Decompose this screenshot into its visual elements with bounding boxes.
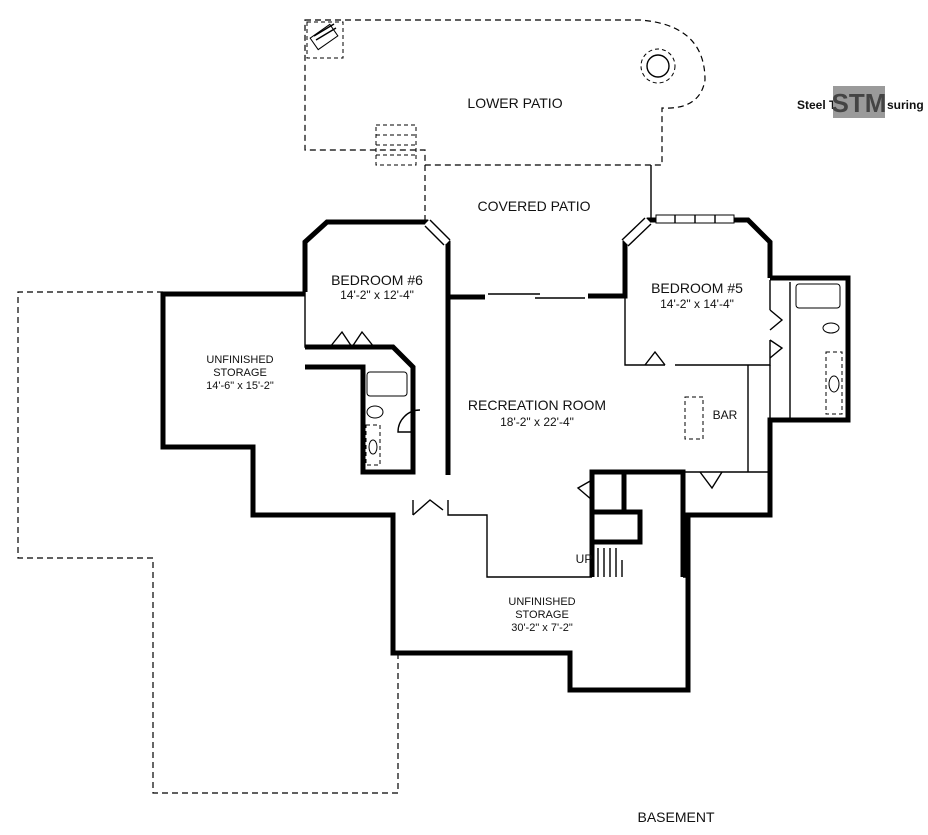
level-label: BASEMENT	[637, 809, 714, 825]
bar-label: BAR	[713, 408, 738, 422]
stairs-up-label: UP	[576, 552, 593, 566]
bedroom6-size: 14'-2" x 12'-4"	[340, 288, 414, 302]
storage-bottom-name2: STORAGE	[515, 609, 569, 621]
stairs-treads-icon	[597, 548, 623, 577]
covered-patio-label: COVERED PATIO	[477, 198, 590, 214]
grill-icon	[306, 21, 344, 59]
bath5-walls	[160, 275, 851, 693]
bar-counter-icon	[684, 396, 704, 440]
bedroom5-door-icon	[644, 350, 666, 366]
lower-patio-outline	[304, 19, 706, 166]
logo-mark: STM	[832, 88, 887, 118]
lower-patio-label: LOWER PATIO	[467, 95, 562, 111]
toilet6-icon	[366, 405, 384, 419]
recreation-name: RECREATION ROOM	[468, 397, 606, 413]
logo-text-right: suring	[887, 98, 924, 112]
patio-steps-icon	[375, 124, 417, 166]
closet6-door-icon	[329, 330, 375, 348]
bath5-inner	[747, 282, 791, 472]
toilet5-icon	[822, 322, 840, 334]
stm-logo: Steel T STM suring	[797, 86, 924, 118]
recreation-size: 18'-2" x 22'-4"	[500, 415, 574, 429]
stairs-walls	[589, 469, 686, 577]
storage-left-name1: UNFINISHED	[206, 354, 273, 366]
bedroom5-name: BEDROOM #5	[651, 280, 743, 296]
storage-bottom-size: 30'-2" x 7'-2"	[511, 622, 573, 634]
rec-lower-left	[412, 500, 688, 578]
bar-door-icon	[699, 471, 723, 490]
bedroom5-size: 14'-2" x 14'-4"	[660, 297, 734, 311]
sink5-icon	[825, 351, 843, 415]
bedroom6-window-icon	[424, 219, 451, 246]
bathtub6-icon	[366, 371, 408, 397]
bath5-door-icon	[769, 309, 784, 359]
storage-left-size: 14'-6" x 15'-2"	[206, 380, 274, 392]
bedroom5-window-icon	[621, 214, 735, 247]
stairs-door-icon	[576, 479, 593, 501]
stairs-inner	[592, 509, 643, 545]
fire-pit-icon	[640, 48, 676, 84]
logo-text-left: Steel T	[797, 98, 837, 112]
storage-bottom-name1: UNFINISHED	[508, 596, 575, 608]
bath6-walls	[305, 344, 416, 475]
bedroom6-name: BEDROOM #6	[331, 272, 423, 288]
storage-door-icon	[412, 499, 444, 516]
bathtub5-icon	[795, 283, 841, 309]
storage-left-name2: STORAGE	[213, 367, 267, 379]
slider-door-icon	[488, 293, 585, 299]
sink6-icon	[365, 424, 381, 466]
storage-left-dashed	[17, 291, 399, 794]
sink6-basin-icon	[368, 439, 378, 455]
bath6-door-icon	[397, 409, 421, 433]
sink5-basin-icon	[828, 375, 840, 393]
